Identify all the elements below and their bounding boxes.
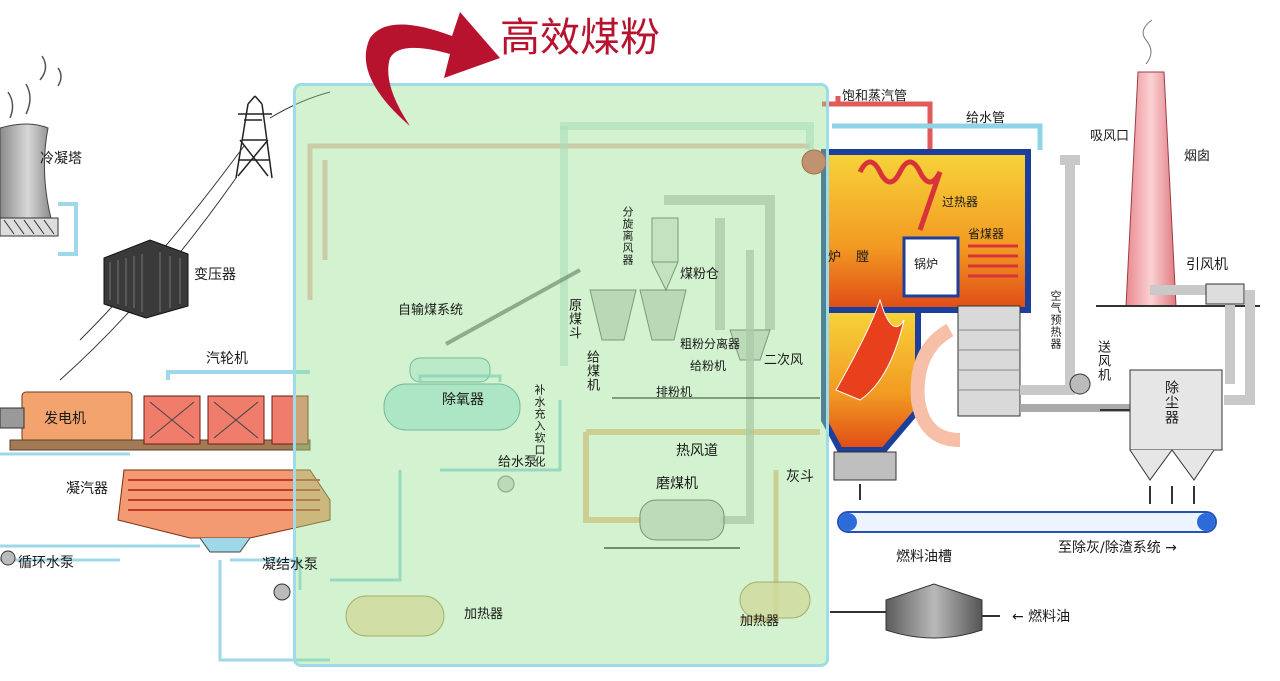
ash-conveyor [837,511,1217,533]
label-circ-pump: 循环水泵 [18,555,74,571]
flame [835,298,905,401]
id-fan-unit [1205,283,1245,305]
label-generator: 发电机 [44,411,86,427]
label-heater-left: 加热器 [464,607,504,622]
label-feed-pump: 给水泵 [498,455,538,470]
label-heater-right: 加热器 [740,614,780,629]
tower-pipe [58,202,78,256]
label-air-inlet: 吸风口 [1090,129,1130,144]
label-economizer: 省煤器 [968,227,1005,241]
raw-coal-hopper [589,289,687,341]
label-hot-air-duct: 热风道 [676,443,718,459]
label-chimney: 烟囱 [1184,149,1211,164]
steam-turbine [143,395,309,445]
label-coal-feeder: 给煤机 [584,350,599,392]
boiler-body [821,149,1031,453]
label-ash-hopper: 灰斗 [786,469,814,485]
label-cooling-tower: 冷凝塔 [40,151,82,167]
label-dust-collector: 除尘器 [1163,380,1179,425]
label-boiler: 锅炉 [914,257,939,271]
label-oil-tank: 燃料油槽 [896,549,952,565]
heater-right-vessel [739,581,811,619]
label-fd-fan: 送风机 [1095,340,1110,382]
heater-left-vessel [345,595,445,637]
label-deaerator: 除氧器 [442,392,484,408]
coal-mill [604,499,740,549]
curved-arrow-icon [365,12,500,126]
label-turbine: 汽轮机 [206,351,248,367]
label-powder-feeder: 给粉机 [690,359,727,373]
label-condenser: 凝汽器 [66,481,108,497]
label-superheater: 过热器 [942,195,979,209]
label-raw-coal-hopper: 原煤斗 [566,298,581,340]
label-makeup-water: 补水充入软口化 [533,384,546,468]
transformer [103,239,189,319]
label-id-fan: 引风机 [1186,257,1228,273]
label-cond-pump: 凝结水泵 [262,557,318,573]
label-furnace-right: 膛 [856,250,870,265]
label-pulv-bin: 煤粉仓 [680,267,720,282]
power-lines [59,91,331,381]
cooling-tower [0,55,62,237]
label-coarse-sep: 粗粉分离器 [680,337,741,351]
cyclone-separator [651,217,679,292]
transmission-tower [235,95,273,179]
label-coal-conveyor: 自输煤系统 [398,303,464,318]
label-exhauster: 排粉机 [656,385,693,399]
fuel-oil-tank [885,583,983,639]
label-fuel-oil: ← 燃料油 [1012,609,1071,625]
deaerator-vessel [383,357,521,431]
label-transformer: 变压器 [194,267,236,283]
air-preheater-unit [957,305,1021,417]
label-feed-pipe: 给水管 [966,111,1006,126]
label-air-preheater: 空气预热器 [1049,290,1062,350]
label-saturated-steam: 饱和蒸汽管 [842,89,908,104]
label-cyclone: 分旋离风器 [621,206,634,266]
label-mill: 磨煤机 [656,476,698,492]
condenser-vessel [117,469,331,553]
highlight-region [293,83,829,667]
label-secondary-air: 二次风 [764,353,804,368]
page-title: 高效煤粉 [500,15,660,61]
chimney-stack [1125,71,1177,307]
label-furnace-left: 炉 [828,250,842,265]
dust-collector-unit [1129,369,1223,481]
label-to-ash-system: 至除灰/除渣系统 → [1058,540,1177,556]
